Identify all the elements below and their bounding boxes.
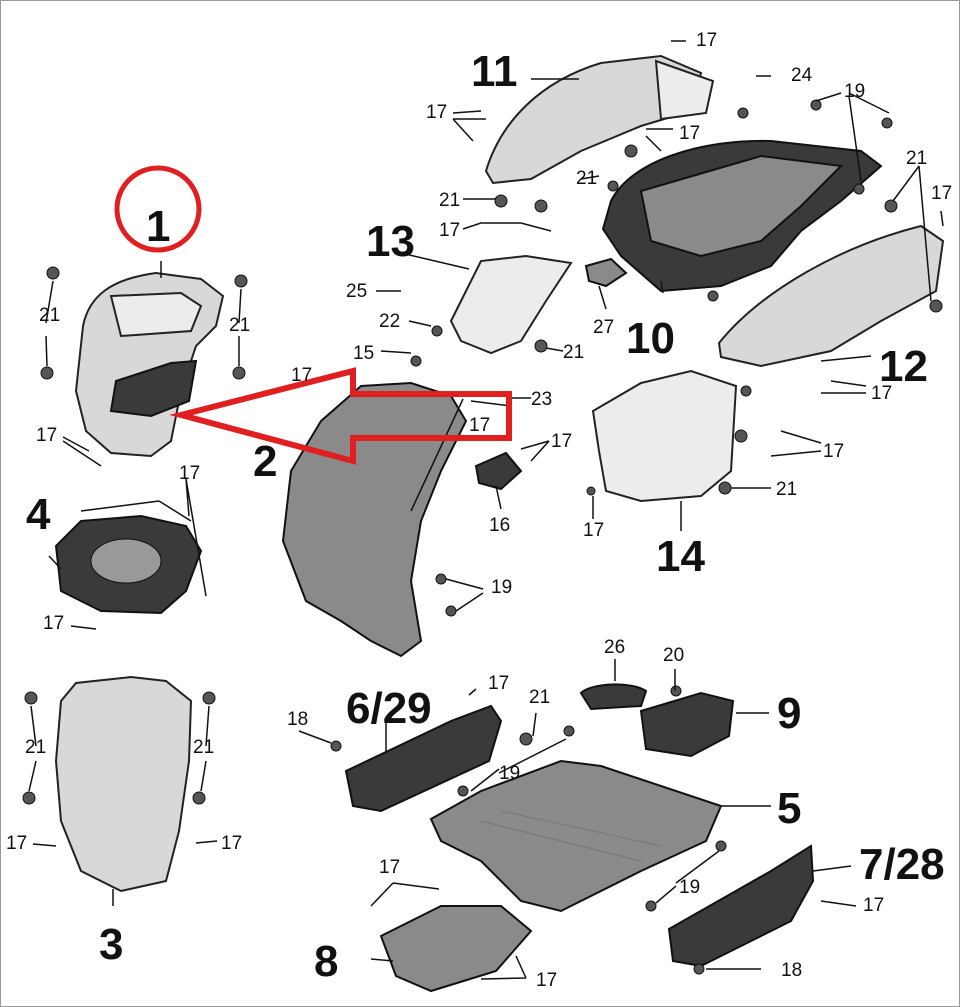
label-17-20: 17 bbox=[863, 895, 884, 916]
leader-lines bbox=[28, 40, 944, 980]
label-part-2: 2 bbox=[253, 437, 277, 486]
label-21-e: 21 bbox=[439, 190, 460, 211]
label-17-4: 17 bbox=[931, 183, 952, 204]
part-26 bbox=[579, 683, 648, 711]
label-22: 22 bbox=[379, 311, 400, 332]
part-1-front-cover bbox=[74, 271, 225, 458]
label-17-12: 17 bbox=[36, 425, 57, 446]
label-part-11: 11 bbox=[471, 47, 518, 96]
highlight-circle bbox=[114, 165, 202, 253]
label-19-d: 19 bbox=[679, 877, 700, 898]
part-9-cover bbox=[639, 691, 735, 758]
label-18-b: 18 bbox=[781, 960, 802, 981]
label-17-10: 17 bbox=[823, 441, 844, 462]
label-26: 26 bbox=[604, 637, 625, 658]
part-16 bbox=[474, 451, 523, 491]
label-17-6: 17 bbox=[291, 365, 312, 386]
label-21-j: 21 bbox=[529, 687, 550, 708]
label-21-i: 21 bbox=[776, 479, 797, 500]
highlight-arrow bbox=[169, 367, 512, 465]
label-17-15: 17 bbox=[6, 833, 27, 854]
label-part-14: 14 bbox=[656, 532, 705, 581]
label-17-16: 17 bbox=[221, 833, 242, 854]
label-19-a: 19 bbox=[844, 81, 865, 102]
part-14-inner-panel bbox=[591, 369, 738, 503]
label-part-4: 4 bbox=[26, 490, 51, 539]
label-part-5: 5 bbox=[777, 784, 801, 833]
label-17-5: 17 bbox=[439, 220, 460, 241]
label-17-19: 17 bbox=[536, 970, 557, 991]
label-15: 15 bbox=[353, 343, 374, 364]
label-part-13: 13 bbox=[366, 217, 415, 266]
label-17-1: 17 bbox=[696, 30, 717, 51]
part-4-inner-frame bbox=[54, 514, 203, 615]
bolts-group bbox=[22, 99, 943, 975]
label-part-7-28: 7/28 bbox=[859, 840, 945, 889]
label-17-14: 17 bbox=[43, 613, 64, 634]
part-7-28-floor-side bbox=[667, 844, 815, 968]
label-17-13: 17 bbox=[179, 463, 200, 484]
part-13-inner-bracket bbox=[449, 254, 573, 355]
label-23: 23 bbox=[531, 389, 552, 410]
part-5-floor-panel bbox=[429, 759, 723, 913]
part-27 bbox=[584, 257, 628, 288]
part-3-front-lower-cover bbox=[54, 675, 193, 893]
label-part-12: 12 bbox=[879, 342, 928, 391]
label-17-9: 17 bbox=[871, 383, 892, 404]
label-17-3: 17 bbox=[679, 123, 700, 144]
label-24: 24 bbox=[791, 65, 813, 86]
label-part-1: 1 bbox=[146, 202, 170, 251]
label-16: 16 bbox=[489, 515, 510, 536]
label-part-6-29: 6/29 bbox=[346, 684, 432, 733]
label-17-8: 17 bbox=[551, 431, 572, 452]
label-19-b: 19 bbox=[491, 577, 512, 598]
label-21-b: 21 bbox=[229, 315, 250, 336]
label-17-17: 17 bbox=[488, 673, 509, 694]
label-part-9: 9 bbox=[777, 689, 801, 738]
part-10-storage-box bbox=[601, 139, 883, 293]
label-17-2: 17 bbox=[426, 102, 447, 123]
label-21-h: 21 bbox=[563, 342, 584, 363]
part-2-leg-shield bbox=[281, 381, 468, 658]
label-part-10: 10 bbox=[626, 314, 675, 363]
part-11-rear-upper-cover bbox=[484, 54, 715, 185]
label-17-11: 17 bbox=[583, 520, 604, 541]
label-part-8: 8 bbox=[314, 937, 338, 986]
part-8-lower-cover bbox=[379, 905, 533, 993]
label-19-c: 19 bbox=[499, 763, 520, 784]
label-17-7: 17 bbox=[469, 415, 490, 436]
label-27: 27 bbox=[593, 317, 614, 338]
label-17-18: 17 bbox=[379, 857, 400, 878]
part-12-side-cover bbox=[717, 224, 945, 368]
part-6-29-floor-side bbox=[344, 704, 503, 813]
label-21-g: 21 bbox=[906, 148, 927, 169]
label-part-3: 3 bbox=[99, 920, 123, 969]
label-25: 25 bbox=[346, 281, 367, 302]
label-21-d: 21 bbox=[193, 737, 214, 758]
label-20: 20 bbox=[663, 645, 684, 666]
label-21-f: 21 bbox=[576, 168, 597, 189]
label-21-c: 21 bbox=[25, 737, 46, 758]
label-21-a: 21 bbox=[39, 305, 60, 326]
label-18-a: 18 bbox=[287, 709, 308, 730]
